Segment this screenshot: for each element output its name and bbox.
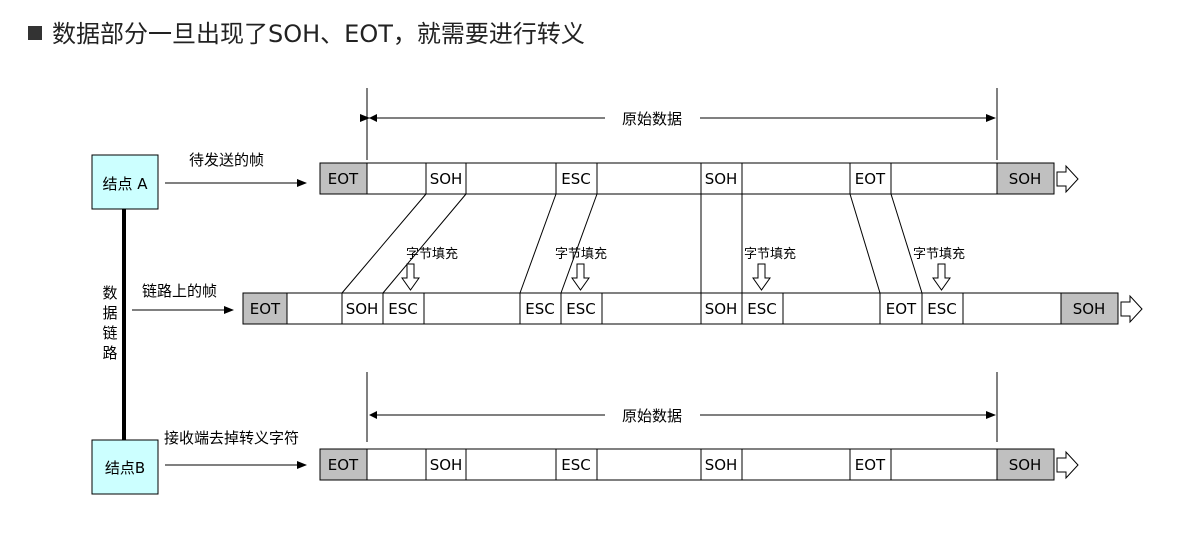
node-a: 结点 A [91,154,159,210]
frame-byte: ESC [561,170,590,188]
down-arrow-icon [401,263,420,291]
frame-byte: SOH [346,300,379,318]
frame-continue-arrow-icon [1056,450,1079,480]
svg-text:字节填充: 字节填充 [406,246,458,262]
frame-byte: SOH [1009,170,1042,188]
bullet-square-icon [28,26,42,40]
frame-continue-arrow-icon [1120,294,1143,324]
frame-byte: ESC [927,300,956,318]
frame-byte: SOH [430,456,463,474]
received-frame: EOT SOH ESC SOH EOT SOH [319,448,1079,481]
frame-byte: ESC [747,300,776,318]
frame-byte: SOH [1073,300,1106,318]
frame-byte: EOT [855,170,886,188]
frame-byte: EOT [886,300,917,318]
byte-stuffing-marker: 字节填充 [401,246,458,291]
down-arrow-icon [932,263,951,291]
frame-byte: ESC [525,300,554,318]
svg-text:路: 路 [102,344,117,362]
mapping-lines [341,193,923,294]
frame-byte: SOH [705,300,738,318]
byte-stuffing-marker: 字节填充 [913,246,965,291]
frame-byte: ESC [566,300,595,318]
frame-byte: ESC [388,300,417,318]
frame-byte: EOT [855,456,886,474]
down-arrow-icon [571,263,590,291]
frame-to-send-label: 待发送的帧 [189,151,264,169]
node-a-label: 结点 A [102,175,148,193]
svg-text:链: 链 [102,324,117,342]
node-b: 结点B [91,439,159,495]
svg-text:字节填充: 字节填充 [744,246,796,262]
down-arrow-icon [752,263,771,291]
link-frame-label: 链路上的帧 [142,282,217,300]
svg-text:据: 据 [102,304,117,322]
svg-text:数: 数 [102,284,117,302]
frame-continue-arrow-icon [1056,164,1079,194]
frame-byte: ESC [561,456,590,474]
svg-text:字节填充: 字节填充 [555,246,607,262]
page-heading: 数据部分一旦出现了SOH、EOT，就需要进行转义 [28,14,585,49]
original-data-label-top: 原始数据 [622,110,682,128]
frame-to-send: EOT SOH ESC SOH EOT SOH [319,162,1079,195]
frame-byte: EOT [328,456,359,474]
frame-byte: SOH [430,170,463,188]
frame-byte: SOH [705,456,738,474]
byte-stuffing-marker: 字节填充 [555,246,607,291]
original-data-label-bottom: 原始数据 [622,407,682,425]
byte-stuffing-marker: 字节填充 [744,246,796,291]
link-frame: EOT SOH ESC ESC ESC SOH ESC EOT ESC SOH [242,292,1143,325]
receiver-label: 接收端去掉转义字符 [164,429,299,447]
frame-byte: EOT [250,300,281,318]
frame-byte: SOH [705,170,738,188]
frame-byte: EOT [328,170,359,188]
original-data-dimension-bottom: 原始数据 [366,372,998,442]
heading-text: 数据部分一旦出现了SOH、EOT，就需要进行转义 [52,20,585,48]
node-b-label: 结点B [105,459,145,477]
original-data-dimension-top: 原始数据 [360,88,998,160]
svg-text:字节填充: 字节填充 [913,246,965,262]
frame-byte: SOH [1009,456,1042,474]
data-link-label: 数 据 链 路 [102,284,117,362]
